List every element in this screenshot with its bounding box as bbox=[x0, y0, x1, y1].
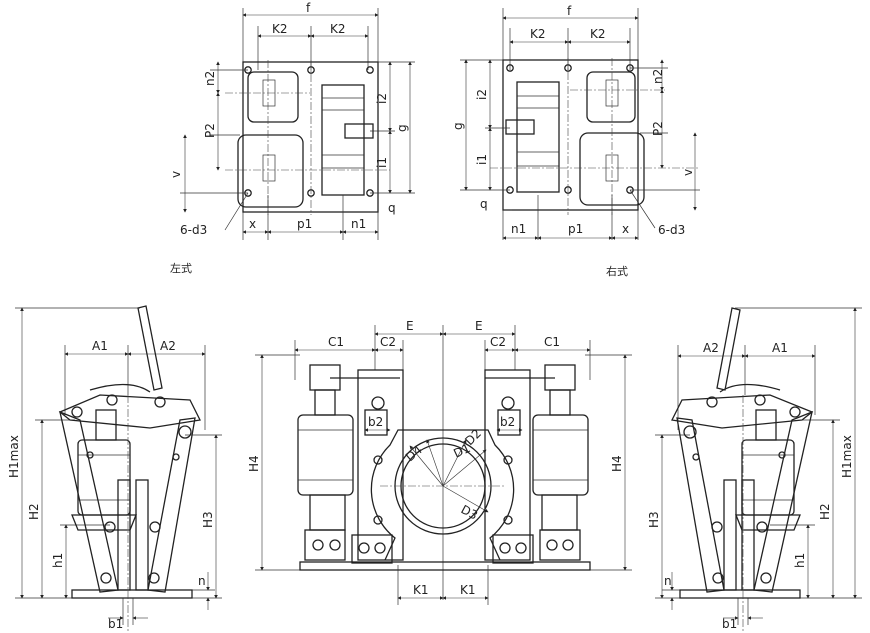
top-left-plan-view bbox=[180, 8, 415, 240]
tl-label-n1: n1 bbox=[351, 217, 366, 231]
tl-label-p1: p1 bbox=[297, 217, 312, 231]
mount-holes-right bbox=[506, 64, 634, 194]
tl-label-n2: n2 bbox=[203, 71, 217, 86]
tr-label-v: v bbox=[681, 169, 695, 176]
tl-label-q: q bbox=[388, 201, 396, 215]
fv-label-k1-left: K1 bbox=[413, 583, 429, 597]
right-side-view bbox=[655, 307, 862, 632]
fv-label-k1-right: K1 bbox=[460, 583, 476, 597]
tl-caption: 左式 bbox=[170, 262, 192, 275]
ls-label-h3: H3 bbox=[201, 511, 215, 528]
ls-label-b1: b1 bbox=[108, 617, 123, 631]
ls-label-h1: h1 bbox=[51, 553, 65, 568]
ls-label-h1max: H1max bbox=[7, 435, 21, 478]
tl-label-g: g bbox=[395, 124, 409, 132]
fv-label-b2-left: b2 bbox=[368, 415, 383, 429]
tr-label-d3: 6-d3 bbox=[658, 223, 685, 237]
tr-label-f: f bbox=[567, 4, 572, 18]
tl-label-x: x bbox=[249, 217, 256, 231]
rs-label-h3: H3 bbox=[647, 511, 661, 528]
tr-label-x: x bbox=[622, 222, 629, 236]
fv-label-c1-right: C1 bbox=[544, 335, 560, 349]
tr-label-n1: n1 bbox=[511, 222, 526, 236]
front-view bbox=[255, 325, 632, 605]
tl-label-p2: P2 bbox=[203, 123, 217, 138]
rs-label-b1: b1 bbox=[722, 617, 737, 631]
fv-label-h4-right: H4 bbox=[610, 455, 624, 472]
fv-label-c1-left: C1 bbox=[328, 335, 344, 349]
rs-label-n: n bbox=[664, 574, 672, 588]
tr-label-i2: i2 bbox=[475, 89, 489, 100]
tr-label-k2a: K2 bbox=[530, 27, 546, 41]
ls-label-a2: A2 bbox=[160, 339, 176, 353]
rs-label-a2: A2 bbox=[703, 341, 719, 355]
ls-label-h2: H2 bbox=[27, 503, 41, 520]
tl-label-i1: i1 bbox=[375, 157, 389, 168]
tr-label-k2b: K2 bbox=[590, 27, 606, 41]
ls-label-a1: A1 bbox=[92, 339, 108, 353]
tr-label-i1: i1 bbox=[475, 154, 489, 165]
tr-label-q: q bbox=[480, 197, 488, 211]
tl-label-f: f bbox=[306, 1, 311, 15]
fv-label-e-left: E bbox=[406, 319, 414, 333]
fv-label-d4: D4 bbox=[403, 443, 425, 465]
tr-caption: 右式 bbox=[606, 264, 628, 278]
ls-label-n: n bbox=[198, 574, 206, 588]
fv-label-d1: D1 bbox=[451, 441, 472, 461]
tl-label-d3: 6-d3 bbox=[180, 223, 207, 237]
rs-label-h2: H2 bbox=[818, 503, 832, 520]
tr-label-n2: n2 bbox=[651, 69, 665, 84]
fv-label-b2-right: b2 bbox=[500, 415, 515, 429]
fv-label-e-right: E bbox=[475, 319, 483, 333]
tl-label-k2b: K2 bbox=[330, 22, 346, 36]
rs-label-h1: h1 bbox=[793, 553, 807, 568]
fv-label-h4-left: H4 bbox=[247, 455, 261, 472]
left-side-view bbox=[15, 305, 222, 632]
rs-label-a1: A1 bbox=[772, 341, 788, 355]
fv-label-c2-left: C2 bbox=[380, 335, 396, 349]
tl-label-v: v bbox=[169, 171, 183, 178]
tl-label-i2: i2 bbox=[375, 93, 389, 104]
top-right-plan-view bbox=[460, 8, 700, 240]
rs-label-h1max: H1max bbox=[840, 435, 854, 478]
mount-holes-left bbox=[244, 66, 374, 197]
tr-label-p2: P2 bbox=[651, 121, 665, 136]
tr-label-p1: p1 bbox=[568, 222, 583, 236]
fv-label-d3: D3 bbox=[459, 502, 480, 522]
fv-label-c2-right: C2 bbox=[490, 335, 506, 349]
tl-label-k2a: K2 bbox=[272, 22, 288, 36]
tr-label-g: g bbox=[451, 122, 465, 130]
